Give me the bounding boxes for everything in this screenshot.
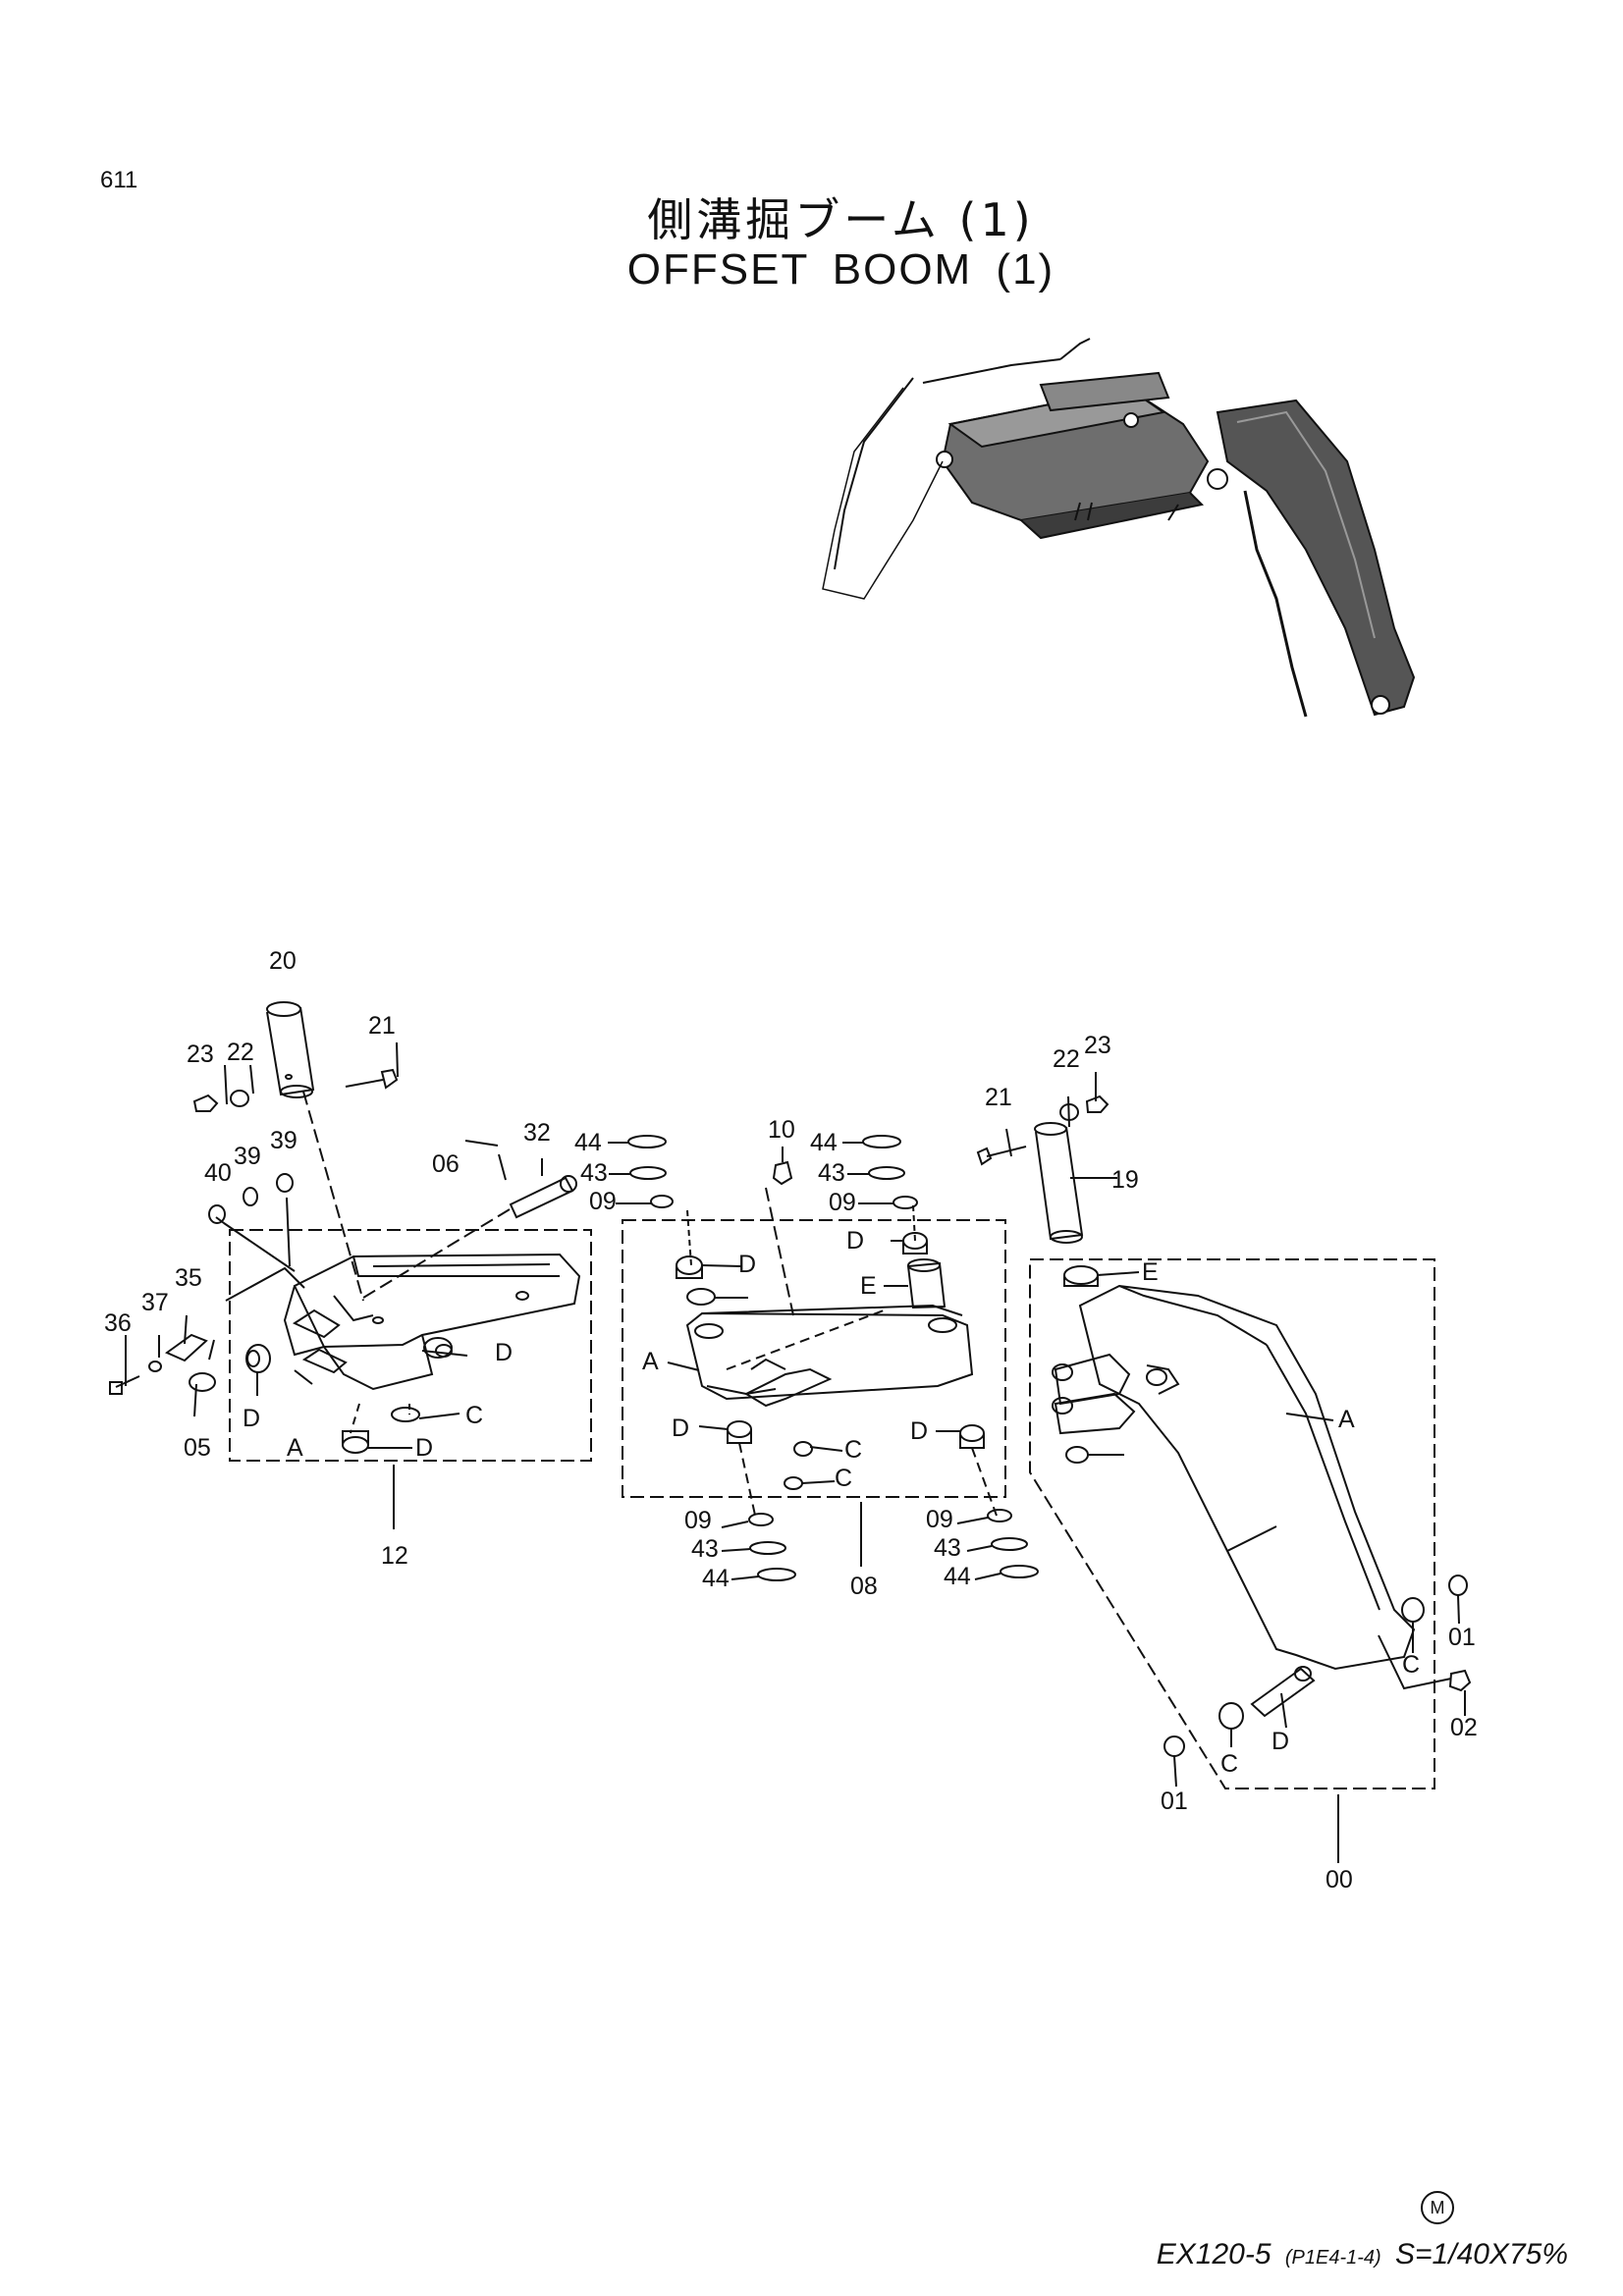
callout-09-d: 09 [926, 1506, 953, 1533]
title-japanese: 側溝掘ブーム (1) [647, 193, 1035, 246]
callout-C-08c: D [672, 1415, 689, 1442]
callout-35: 35 [175, 1264, 202, 1292]
callout-32: 32 [523, 1119, 551, 1147]
callout-37: 37 [141, 1289, 169, 1316]
callout-10: 10 [768, 1116, 795, 1144]
callout-C-08a: D [738, 1251, 756, 1278]
callout-D-08: E [860, 1272, 877, 1300]
assembly-00 [976, 1072, 1472, 1863]
callout-39b: 39 [270, 1127, 298, 1154]
callout-19: 19 [1111, 1166, 1139, 1194]
callout-01-b: 01 [1161, 1788, 1188, 1815]
callout-06: 06 [432, 1150, 460, 1178]
callout-09-a: 09 [589, 1188, 617, 1215]
callout-A-12: A [287, 1434, 303, 1462]
callout-B-00a: C [1402, 1651, 1420, 1679]
callout-36: 36 [104, 1309, 132, 1337]
callout-09-b: 09 [829, 1189, 856, 1216]
callout-39: 39 [234, 1143, 261, 1170]
callout-C-08b: D [846, 1227, 864, 1255]
callout-43-a: 43 [580, 1159, 608, 1187]
callout-08: 08 [850, 1573, 878, 1600]
callout-12: 12 [381, 1542, 408, 1570]
callout-22: 22 [227, 1039, 254, 1066]
footer-scale: S=1/40X75% [1395, 2238, 1568, 2270]
callout-05: 05 [184, 1434, 211, 1462]
footer: EX120-5 (P1E4-1-4) S=1/40X75% [1157, 2238, 1568, 2271]
callout-01-a: 01 [1448, 1624, 1476, 1651]
footer-model: EX120-5 [1156, 2238, 1271, 2270]
callout-C-12c: D [415, 1434, 433, 1462]
callout-A-08: A [642, 1348, 659, 1375]
overview-illustration [822, 338, 1416, 718]
callout-44-c: 44 [702, 1565, 730, 1592]
callout-20: 20 [269, 947, 297, 975]
callout-23: 23 [187, 1041, 214, 1068]
title-english: OFFSET BOOM (1) [626, 245, 1055, 294]
callout-43-c: 43 [691, 1535, 719, 1563]
page-number: 611 [100, 167, 138, 193]
callout-40: 40 [204, 1159, 232, 1187]
callout-A-00: A [1338, 1406, 1355, 1433]
callout-23-b: 23 [1084, 1032, 1111, 1059]
footer-code: (P1E4-1-4) [1284, 2247, 1381, 2269]
callout-44-a: 44 [574, 1129, 602, 1156]
assembly-08 [608, 1135, 1039, 1581]
callout-labels: 20 21 22 23 39 39 40 36 37 35 32 06 05 1… [104, 947, 1478, 1894]
callout-00: 00 [1325, 1866, 1353, 1894]
assembly-12 [109, 1001, 592, 1529]
callout-B-08b: C [835, 1465, 852, 1492]
callout-B-00b: C [1220, 1750, 1238, 1778]
callout-44-b: 44 [810, 1129, 838, 1156]
callout-B-12: C [465, 1402, 483, 1429]
callout-B-08a: C [844, 1436, 862, 1464]
callout-21: 21 [368, 1012, 396, 1040]
callout-44-d: 44 [944, 1563, 971, 1590]
callout-02: 02 [1450, 1714, 1478, 1741]
callout-43-b: 43 [818, 1159, 845, 1187]
callout-22-b: 22 [1053, 1045, 1080, 1073]
callout-D-00: E [1142, 1258, 1159, 1286]
callout-21-b: 21 [985, 1084, 1012, 1111]
callout-C-08d: D [910, 1417, 928, 1445]
m-mark-icon: M [1421, 2191, 1454, 2224]
callout-C-12a: D [243, 1405, 260, 1432]
callout-C-12b: D [495, 1339, 513, 1366]
callout-09-c: 09 [684, 1507, 712, 1534]
callout-43-d: 43 [934, 1534, 961, 1562]
callout-C-00: D [1271, 1728, 1289, 1755]
